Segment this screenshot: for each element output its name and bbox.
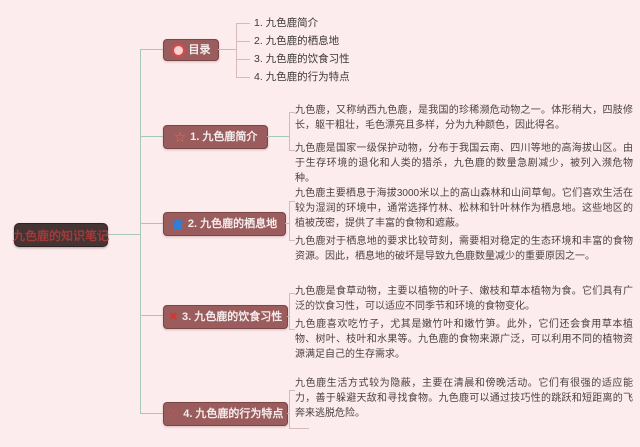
section-3-para-stub-1: [289, 293, 295, 294]
section-3-paragraph-2[interactable]: 九色鹿喜欢吃竹子，尤其是嫩竹叶和嫩竹笋。此外，它们还会食用草本植物、树叶、枝叶和…: [295, 319, 633, 360]
toc-item-stub-3: [236, 59, 250, 60]
section-1-topic[interactable]: ☆ 1. 九色鹿简介: [163, 125, 268, 149]
section-3-label: 3. 九色鹿的饮食习性: [181, 310, 283, 323]
section-1-paragraph-2[interactable]: 九色鹿是国家一级保护动物，分布于我国云南、四川等地的高海拔山区。由于生存环境的退…: [295, 143, 633, 184]
branch-stub-toc: [140, 49, 163, 50]
root-topic-label: 九色鹿的知识笔记: [13, 228, 110, 243]
section-3-paragraph-1[interactable]: 九色鹿是食草动物，主要以植物的叶子、嫩枝和草本植物为食。它们具有广泛的饮食习性，…: [295, 286, 633, 312]
toc-item-1[interactable]: 1. 九色鹿简介: [254, 17, 319, 29]
toc-children-link: [218, 49, 236, 50]
section-4-label: 4. 九色鹿的行为特点: [183, 407, 284, 420]
section-1-label: 1. 九色鹿简介: [190, 130, 258, 143]
heart-icon: ♡: [167, 406, 180, 422]
section-2-children-link: [285, 223, 289, 224]
section-1-paragraph-1[interactable]: 九色鹿，又称纳西九色鹿，是我国的珍稀濒危动物之一。体形稍大，四肢修长，躯干粗壮，…: [295, 105, 633, 131]
toc-topic[interactable]: 目录: [163, 39, 219, 61]
section-2-para-stub-1: [289, 201, 295, 202]
section-4-para-stub-1: [289, 390, 295, 391]
section-1-para-stub-1: [289, 112, 295, 113]
toc-item-stub-2: [236, 41, 250, 42]
home-icon: [171, 218, 184, 230]
section-2-paragraph-2[interactable]: 九色鹿对于栖息地的要求比较苛刻，需要相对稳定的生态环境和丰富的食物资源。因此，栖…: [295, 236, 633, 262]
star-icon: ☆: [173, 129, 187, 145]
toc-item-stub-1: [236, 23, 250, 24]
crossed-utensils-icon: ✖: [168, 310, 178, 323]
toc-bracket-line: [236, 23, 237, 77]
branch-stub-section-4: [140, 413, 163, 414]
section-2-bracket-line: [289, 201, 290, 240]
section-4-children-link: [287, 413, 289, 414]
section-4-bracket-end-stub: [289, 428, 309, 429]
toc-item-2[interactable]: 2. 九色鹿的栖息地: [254, 35, 340, 47]
toc-topic-label: 目录: [188, 43, 211, 56]
branch-stub-section-2: [140, 223, 163, 224]
toc-item-4[interactable]: 4. 九色鹿的行为特点: [254, 71, 350, 83]
toc-badge-icon: [171, 43, 185, 57]
section-2-label: 2. 九色鹿的栖息地: [187, 217, 278, 230]
branch-stub-section-3: [140, 315, 163, 316]
section-1-bracket-line: [289, 112, 290, 150]
section-4-topic[interactable]: ♡ 4. 九色鹿的行为特点: [163, 402, 288, 426]
section-1-para-stub-2: [289, 150, 295, 151]
toc-item-3[interactable]: 3. 九色鹿的饮食习性: [254, 53, 350, 65]
root-branch-line: [106, 234, 140, 235]
trunk-line: [140, 49, 141, 413]
section-3-bracket-line: [289, 293, 290, 329]
section-4-paragraph-1[interactable]: 九色鹿生活方式较为隐蔽，主要在清晨和傍晚活动。它们有很强的适应能力，善于躲避天敌…: [295, 378, 633, 419]
section-3-para-stub-2: [289, 329, 295, 330]
section-2-para-stub-2: [289, 240, 295, 241]
section-1-children-link: [267, 136, 289, 137]
section-3-topic[interactable]: ✖ 3. 九色鹿的饮食习性: [163, 305, 288, 329]
section-2-topic[interactable]: 2. 九色鹿的栖息地: [163, 212, 286, 236]
section-3-children-link: [287, 316, 289, 317]
root-topic[interactable]: 九色鹿的知识笔记: [13, 223, 110, 247]
section-2-paragraph-1[interactable]: 九色鹿主要栖息于海拔3000米以上的高山森林和山间草甸。它们喜欢生活在较为湿润的…: [295, 188, 633, 229]
section-4-bracket-line: [289, 390, 290, 428]
branch-stub-section-1: [140, 136, 163, 137]
toc-item-stub-4: [236, 77, 250, 78]
